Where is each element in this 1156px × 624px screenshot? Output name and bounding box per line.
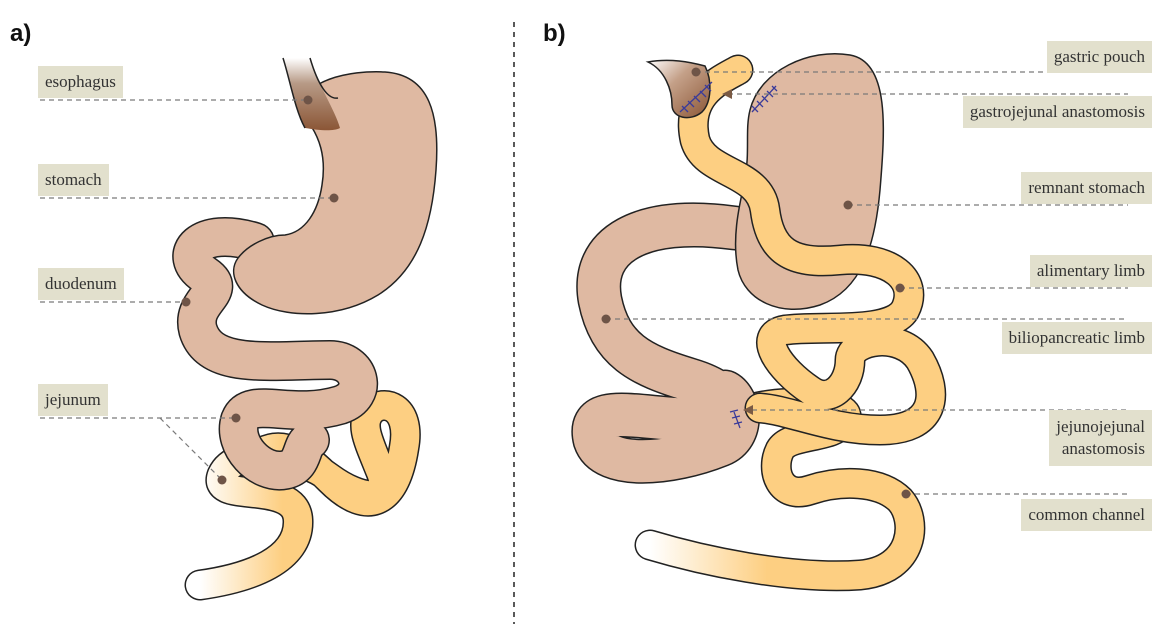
dot-stomach [330,194,339,203]
panel-a-anatomy [192,58,437,585]
panel-label-a: a) [10,20,31,48]
stomach-shape-a [234,72,437,314]
dot-jejunum-2 [218,476,227,485]
label-stomach: stomach [38,164,109,196]
label-jejunojejunal-anastomosis: jejunojejunal anastomosis [1049,410,1152,466]
dot-remnant-stomach [844,201,853,210]
dot-duodenum [182,298,191,307]
label-jejunum: jejunum [38,384,108,416]
dot-biliopancreatic-limb [602,315,611,324]
gastric-pouch-shape [648,60,710,117]
dot-gastric-pouch [692,68,701,77]
label-alimentary-limb: alimentary limb [1030,255,1152,287]
label-biliopancreatic-limb: biliopancreatic limb [1002,322,1152,354]
label-duodenum: duodenum [38,268,124,300]
label-remnant-stomach: remnant stomach [1021,172,1152,204]
label-gastrojejunal-anastomosis: gastrojejunal anastomosis [963,96,1152,128]
panel-label-b: b) [543,20,566,48]
dot-esophagus [304,96,313,105]
label-esophagus: esophagus [38,66,123,98]
biliopancreatic-shape [594,225,738,461]
label-jejunojejunal-line2: anastomosis [1056,438,1145,460]
label-jejunojejunal-line1: jejunojejunal [1056,416,1145,438]
dot-jejunum [232,414,241,423]
dot-alimentary-limb [896,284,905,293]
label-common-channel: common channel [1021,499,1152,531]
dot-common-channel [902,490,911,499]
panel-b-anatomy [594,54,931,576]
label-gastric-pouch: gastric pouch [1047,41,1152,73]
